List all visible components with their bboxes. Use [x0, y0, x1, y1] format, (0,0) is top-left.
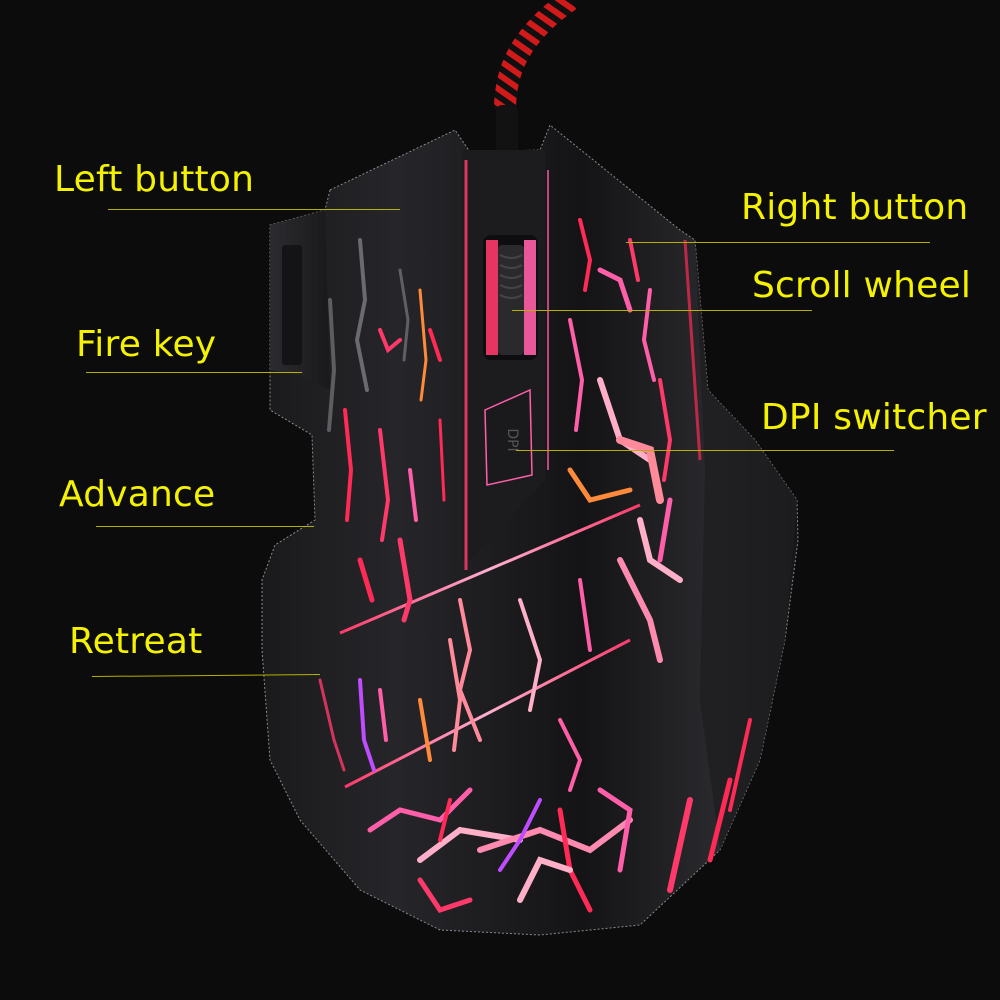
leader-right-button — [626, 242, 930, 243]
leader-advance — [96, 526, 314, 527]
dpi-button-text: DPI — [504, 428, 520, 451]
leader-scroll-wheel — [512, 310, 812, 311]
leader-dpi-switcher — [516, 450, 894, 451]
braided-cable — [494, 0, 577, 155]
label-right-button: Right button — [741, 187, 969, 228]
scroll-wheel — [483, 235, 538, 360]
label-advance: Advance — [59, 474, 216, 515]
label-dpi-switcher: DPI switcher — [761, 397, 987, 438]
dpi-button: DPI — [484, 388, 533, 486]
led-crackle-pattern — [318, 218, 752, 913]
label-retreat: Retreat — [69, 621, 203, 662]
label-scroll-wheel: Scroll wheel — [752, 265, 972, 306]
leader-left-button — [108, 209, 400, 210]
label-left-button: Left button — [54, 159, 255, 200]
leader-fire-key — [86, 372, 302, 373]
label-fire-key: Fire key — [76, 324, 217, 365]
glow-seams — [339, 503, 641, 789]
